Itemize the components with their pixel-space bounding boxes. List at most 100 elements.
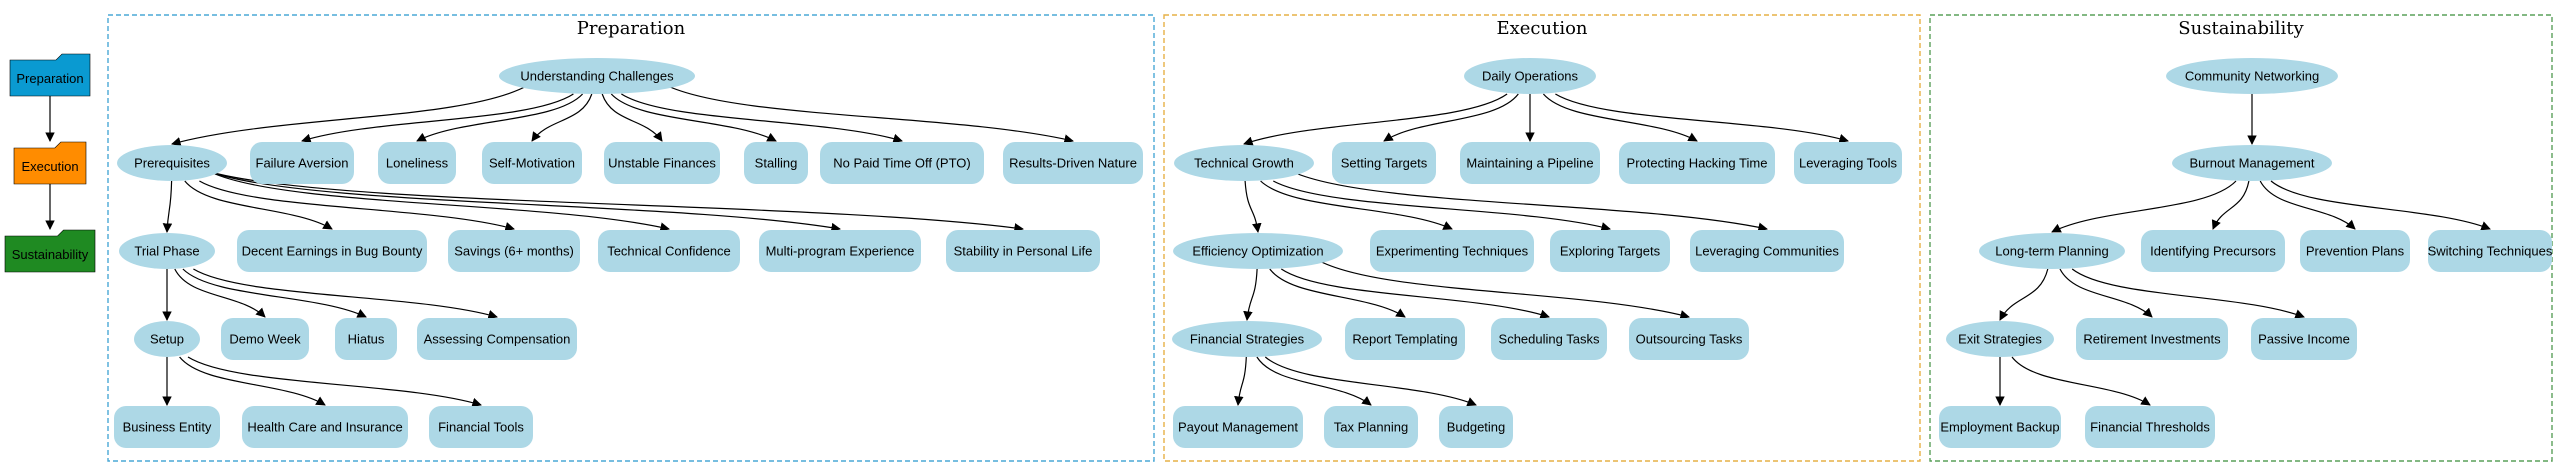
cluster-title-execution: Execution: [1496, 18, 1587, 39]
node-shape: [448, 230, 580, 272]
node-assessing-compensation[interactable]: Assessing Compensation: [417, 318, 577, 360]
node-label: Hiatus: [348, 332, 385, 347]
node-maintaining-pipeline[interactable]: Maintaining a Pipeline: [1460, 142, 1600, 184]
cluster-sustainability: Sustainability: [1929, 14, 2553, 462]
node-identifying-precursors[interactable]: Identifying Precursors: [2141, 230, 2285, 272]
node-unstable-finances[interactable]: Unstable Finances: [604, 142, 720, 184]
edge-understanding-challenges-to-stalling: [610, 93, 777, 142]
node-report-templating[interactable]: Report Templating: [1345, 318, 1465, 360]
node-tax-planning[interactable]: Tax Planning: [1324, 406, 1418, 448]
node-daily-operations[interactable]: Daily Operations: [1464, 58, 1596, 94]
node-financial-thresholds[interactable]: Financial Thresholds: [2085, 406, 2215, 448]
edge-long-term-planning-to-exit-strategies: [1999, 268, 2049, 321]
edge-long-term-planning-to-retirement-investments: [2059, 268, 2153, 318]
node-label: Experimenting Techniques: [1376, 244, 1529, 259]
node-passive-income[interactable]: Passive Income: [2251, 318, 2357, 360]
legend-label-preparation: Preparation: [16, 71, 83, 86]
node-decent-earnings[interactable]: Decent Earnings in Bug Bounty: [237, 230, 427, 272]
node-shape: [2251, 318, 2357, 360]
node-results-driven[interactable]: Results-Driven Nature: [1003, 142, 1143, 184]
clusters-layer: Preparation Execution Sustainability: [107, 14, 2553, 462]
node-label: Multi-program Experience: [766, 244, 915, 259]
node-exit-strategies[interactable]: Exit Strategies: [1946, 321, 2054, 357]
node-technical-growth[interactable]: Technical Growth: [1174, 145, 1314, 181]
node-no-pto[interactable]: No Paid Time Off (PTO): [820, 142, 984, 184]
node-hiatus[interactable]: Hiatus: [335, 318, 397, 360]
node-shape: [378, 142, 456, 184]
edge-burnout-management-to-switching-techniques: [2270, 180, 2491, 231]
node-savings[interactable]: Savings (6+ months): [448, 230, 580, 272]
edge-understanding-challenges-to-failure-aversion: [301, 93, 574, 144]
node-financial-strategies[interactable]: Financial Strategies: [1172, 321, 1322, 357]
node-financial-tools[interactable]: Financial Tools: [429, 406, 533, 448]
edge-trial-phase-to-hiatus: [182, 268, 367, 318]
node-label: Financial Thresholds: [2090, 420, 2210, 435]
node-setting-targets[interactable]: Setting Targets: [1332, 142, 1436, 184]
node-label: Leveraging Tools: [1799, 156, 1898, 171]
node-self-motivation[interactable]: Self-Motivation: [482, 142, 582, 184]
node-payout-management[interactable]: Payout Management: [1173, 406, 1303, 448]
node-shape: [598, 230, 740, 272]
node-stability[interactable]: Stability in Personal Life: [946, 230, 1100, 272]
node-leveraging-communities[interactable]: Leveraging Communities: [1690, 230, 1844, 272]
node-budgeting[interactable]: Budgeting: [1439, 406, 1513, 448]
node-exploring-targets[interactable]: Exploring Targets: [1550, 230, 1670, 272]
node-burnout-management[interactable]: Burnout Management: [2172, 145, 2332, 181]
node-understanding-challenges[interactable]: Understanding Challenges: [499, 58, 695, 94]
node-shape: [1619, 142, 1775, 184]
node-shape: [759, 230, 921, 272]
node-employment-backup[interactable]: Employment Backup: [1939, 406, 2061, 448]
edge-daily-operations-to-setting-targets: [1383, 93, 1519, 142]
legend-node-preparation[interactable]: Preparation: [9, 53, 91, 97]
node-health-care[interactable]: Health Care and Insurance: [242, 406, 408, 448]
node-shape: [2300, 230, 2410, 272]
node-shape: [1345, 318, 1465, 360]
edge-prerequisites-to-stability: [210, 171, 1024, 233]
edge-daily-operations-to-technical-growth: [1243, 93, 1508, 146]
edge-exit-strategies-to-financial-thresholds: [2011, 356, 2151, 406]
node-experimenting-techniques[interactable]: Experimenting Techniques: [1370, 230, 1534, 272]
node-retirement-investments[interactable]: Retirement Investments: [2076, 318, 2228, 360]
legend-node-execution[interactable]: Execution: [13, 141, 87, 185]
node-protecting-hacking-time[interactable]: Protecting Hacking Time: [1619, 142, 1775, 184]
edge-understanding-challenges-to-self-motivation: [531, 93, 593, 142]
node-label: Failure Aversion: [256, 156, 349, 171]
node-trial-phase[interactable]: Trial Phase: [119, 233, 215, 269]
node-label: Technical Growth: [1194, 156, 1294, 171]
node-label: Burnout Management: [2189, 156, 2314, 171]
node-shape: [2428, 230, 2552, 272]
node-business-entity[interactable]: Business Entity: [114, 406, 220, 448]
node-loneliness[interactable]: Loneliness: [378, 142, 456, 184]
node-demo-week[interactable]: Demo Week: [221, 318, 309, 360]
node-setup[interactable]: Setup: [134, 321, 200, 357]
node-label: Long-term Planning: [1995, 244, 2108, 259]
node-stalling[interactable]: Stalling: [744, 142, 808, 184]
node-shape: [1173, 233, 1343, 269]
legend-node-sustainability[interactable]: Sustainability: [4, 229, 96, 273]
cluster-title-preparation: Preparation: [577, 18, 686, 39]
node-shape: [1979, 233, 2125, 269]
node-outsourcing-tasks[interactable]: Outsourcing Tasks: [1629, 318, 1749, 360]
edge-burnout-management-to-identifying-precursors: [2211, 180, 2250, 230]
node-leveraging-tools[interactable]: Leveraging Tools: [1794, 142, 1902, 184]
node-shape: [1174, 145, 1314, 181]
node-label: Budgeting: [1447, 420, 1506, 435]
node-shape: [237, 230, 427, 272]
node-technical-confidence[interactable]: Technical Confidence: [598, 230, 740, 272]
legend-label-sustainability: Sustainability: [12, 247, 89, 262]
node-shape: [250, 142, 354, 184]
node-long-term-planning[interactable]: Long-term Planning: [1979, 233, 2125, 269]
node-prevention-plans[interactable]: Prevention Plans: [2300, 230, 2410, 272]
node-shape: [946, 230, 1100, 272]
node-efficiency-optimization[interactable]: Efficiency Optimization: [1173, 233, 1343, 269]
node-prerequisites[interactable]: Prerequisites: [117, 145, 227, 181]
node-failure-aversion[interactable]: Failure Aversion: [250, 142, 354, 184]
node-multi-program[interactable]: Multi-program Experience: [759, 230, 921, 272]
node-scheduling-tasks[interactable]: Scheduling Tasks: [1491, 318, 1607, 360]
node-label: Maintaining a Pipeline: [1466, 156, 1593, 171]
node-community-networking[interactable]: Community Networking: [2166, 58, 2338, 94]
edge-efficiency-optimization-to-financial-strategies: [1243, 268, 1258, 321]
node-switching-techniques[interactable]: Switching Techniques: [2428, 230, 2553, 272]
